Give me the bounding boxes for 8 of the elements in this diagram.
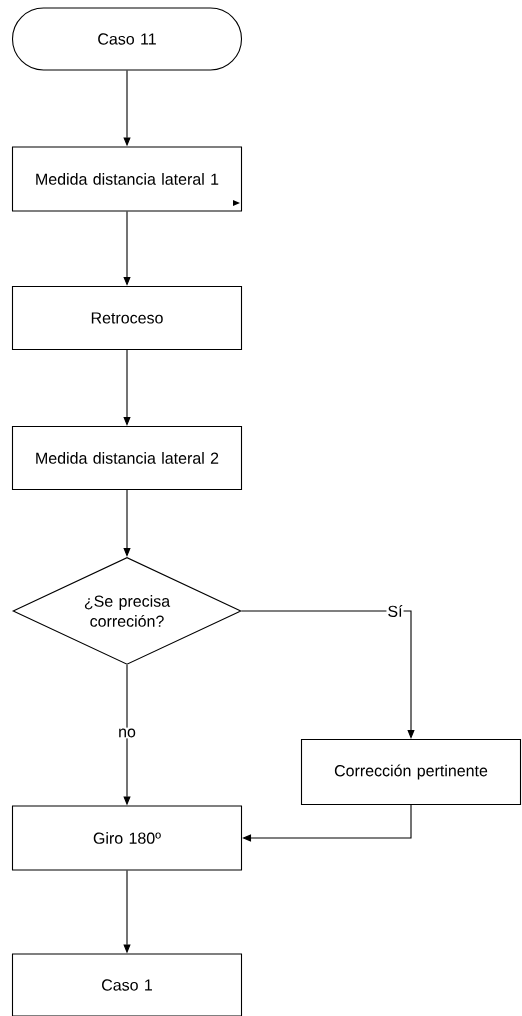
process-box: Caso 1 <box>11 953 243 1016</box>
edge-label: Sí <box>386 604 404 618</box>
process-box: Corrección pertinente <box>300 738 522 806</box>
process-box: Medida distancia lateral 2 <box>11 425 243 491</box>
process-box: Retroceso <box>11 285 243 351</box>
edge-label: no <box>117 727 137 739</box>
process-box: Medida distancia lateral 1 <box>11 146 243 212</box>
process-box: Giro 180º <box>11 805 243 871</box>
